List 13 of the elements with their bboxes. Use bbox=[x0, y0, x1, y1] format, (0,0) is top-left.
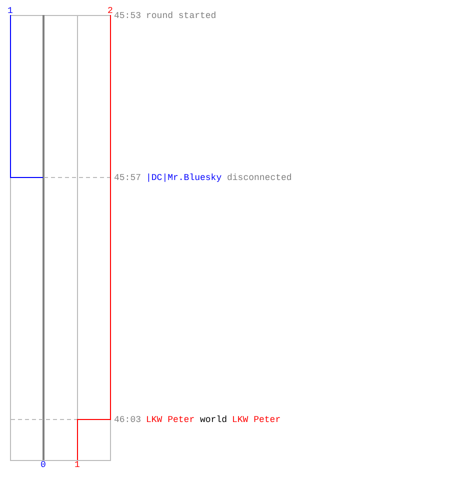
player-name: LKW Peter bbox=[232, 415, 281, 425]
event-text: round started bbox=[146, 11, 216, 21]
timestamp: 45:53 bbox=[114, 11, 142, 21]
timestamp: 46:03 bbox=[114, 415, 142, 425]
axis-label: 1 bbox=[74, 460, 80, 470]
player-name: |DC|Mr.Bluesky bbox=[146, 173, 222, 183]
event-text: world bbox=[200, 415, 228, 425]
player-name: LKW Peter bbox=[146, 415, 195, 425]
event-text: disconnected bbox=[227, 173, 292, 183]
axis-label: 0 bbox=[40, 460, 46, 470]
axis-label: 2 bbox=[108, 6, 113, 16]
timestamp: 45:57 bbox=[114, 173, 142, 183]
axis-label: 1 bbox=[8, 6, 13, 16]
